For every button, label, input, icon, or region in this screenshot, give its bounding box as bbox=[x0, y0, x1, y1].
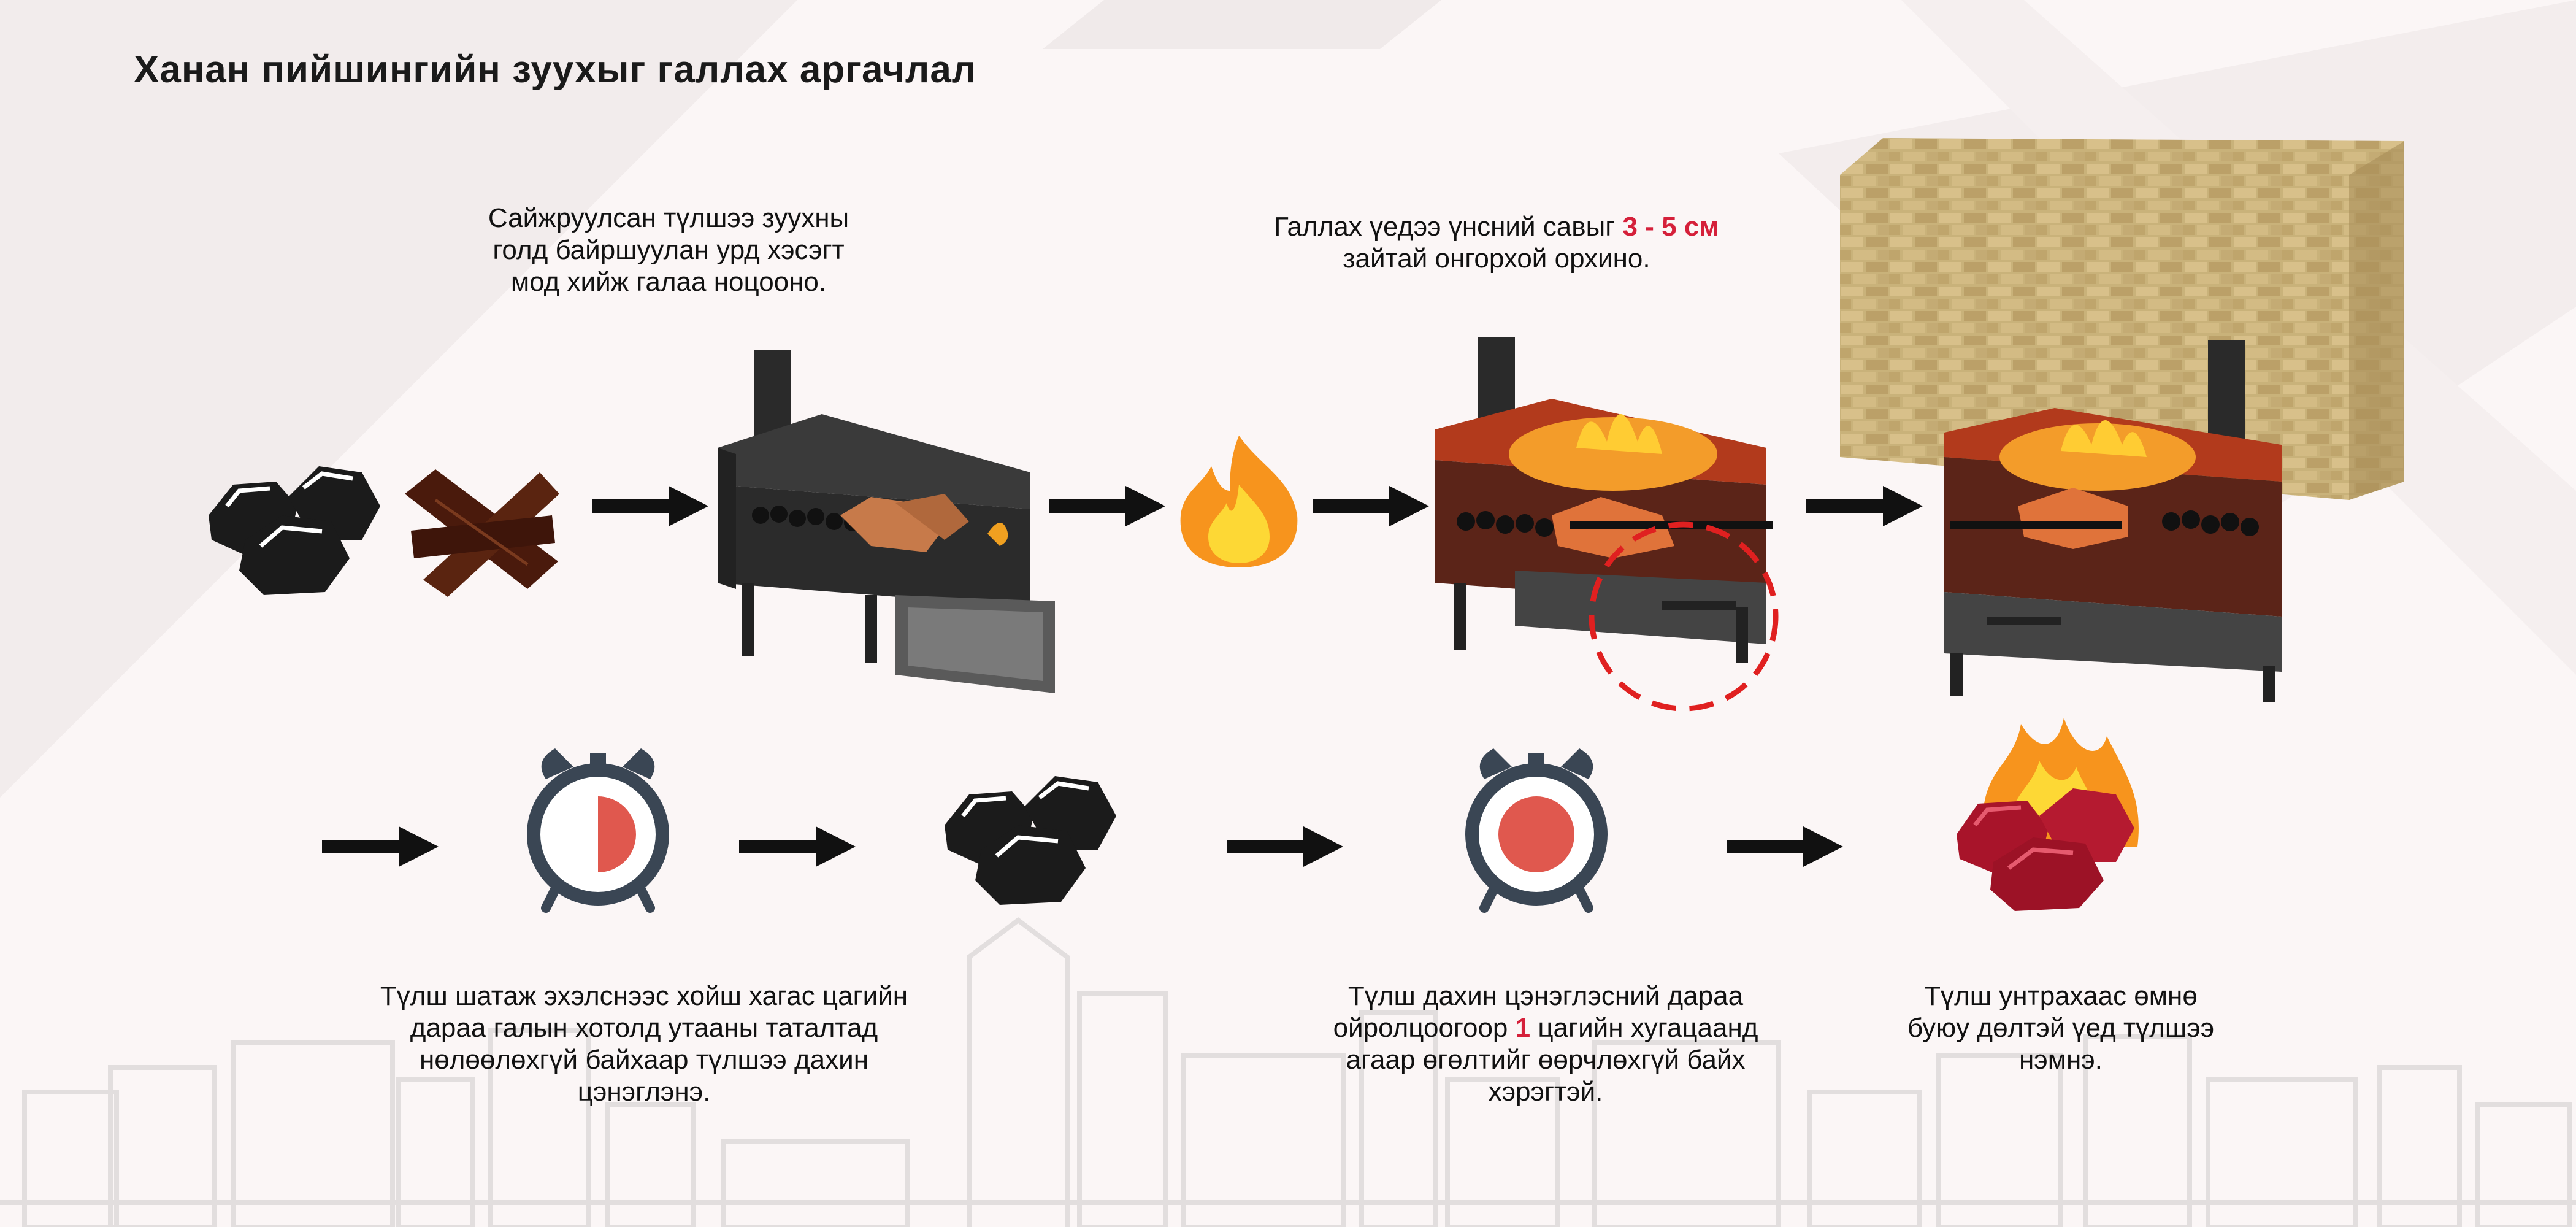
caption-text: ойролцоогоор bbox=[1333, 1013, 1516, 1043]
caption-step-3: Түлш шатаж эхэлснээс хойш хагас цагийн д… bbox=[307, 980, 981, 1108]
arrow-right-icon bbox=[322, 826, 439, 867]
arrow-right-icon bbox=[1727, 826, 1843, 867]
highlight-hours: 1 bbox=[1515, 1013, 1531, 1043]
caption-text: цагийн хугацаанд bbox=[1530, 1013, 1758, 1043]
caption-line: голд байршуулан урд хэсэгт bbox=[493, 235, 845, 265]
caption-text: Галлах үедээ үнсний савыг bbox=[1274, 212, 1623, 242]
caption-line: агаар өгөлтийг өөрчлөхгүй байх bbox=[1346, 1045, 1746, 1075]
stove-burning-icon bbox=[1435, 337, 1773, 663]
arrow-right-icon bbox=[739, 826, 856, 867]
caption-step-1: Сайжруулсан түлшээ зуухны голд байршуула… bbox=[423, 202, 914, 298]
caption-step-2: Галлах үедээ үнсний савыг 3 - 5 см зайта… bbox=[1202, 211, 1791, 275]
caption-line: Түлш дахин цэнэглэсний дараа bbox=[1347, 981, 1744, 1011]
highlight-distance: 3 - 5 см bbox=[1622, 212, 1719, 242]
timer-fill bbox=[1498, 796, 1574, 872]
wood-logs-icon bbox=[405, 469, 559, 597]
caption-line: Түлш шатаж эхэлснээс хойш хагас цагийн bbox=[380, 981, 908, 1011]
arrow-right-icon bbox=[1806, 486, 1923, 526]
burning-coal-icon bbox=[1957, 718, 2139, 911]
brick-stove-icon bbox=[1840, 138, 2404, 702]
timer-fill bbox=[598, 796, 636, 872]
coal-icon bbox=[209, 466, 380, 595]
caption-step-5: Түлш унтрахаас өмнө буюу дөлтэй үед түлш… bbox=[1840, 980, 2282, 1076]
page-title: Ханан пийшингийн зуухыг галлах аргачлал bbox=[134, 48, 977, 91]
caption-line: Галлах үедээ үнсний савыг 3 - 5 см bbox=[1202, 211, 1791, 243]
flame-icon bbox=[1180, 436, 1298, 567]
arrow-right-icon bbox=[592, 486, 708, 526]
caption-line: мод хийж галаа ноцооно. bbox=[510, 267, 827, 297]
caption-line: Сайжруулсан түлшээ зуухны bbox=[488, 203, 849, 233]
city-skyline bbox=[0, 917, 2576, 1227]
caption-line: нөлөөлөхгүй байхаар түлшээ дахин bbox=[419, 1045, 869, 1075]
alarm-clock-icon bbox=[1465, 748, 1608, 913]
arrow-right-icon bbox=[1313, 486, 1429, 526]
arrow-right-icon bbox=[1049, 486, 1165, 526]
coal-icon bbox=[945, 776, 1116, 905]
caption-line: зайтай онгорхой орхино. bbox=[1343, 244, 1650, 274]
caption-line: нэмнэ. bbox=[2019, 1045, 2103, 1075]
caption-line: ойролцоогоор 1 цагийн хугацаанд bbox=[1251, 1012, 1840, 1044]
caption-line: хэрэгтэй. bbox=[1488, 1077, 1603, 1107]
caption-line: цэнэглэнэ. bbox=[577, 1077, 711, 1107]
caption-line: буюу дөлтэй үед түлшээ bbox=[1907, 1013, 2215, 1043]
alarm-clock-icon bbox=[527, 748, 669, 913]
stove-icon bbox=[718, 350, 1055, 693]
caption-line: дараа галын хотолд утааны таталтад bbox=[410, 1013, 878, 1043]
dashed-circle-highlight bbox=[1589, 521, 1779, 712]
caption-line: Түлш унтрахаас өмнө bbox=[1924, 981, 2198, 1011]
arrow-right-icon bbox=[1227, 826, 1343, 867]
caption-step-4: Түлш дахин цэнэглэсний дараа ойролцоогоо… bbox=[1251, 980, 1840, 1108]
